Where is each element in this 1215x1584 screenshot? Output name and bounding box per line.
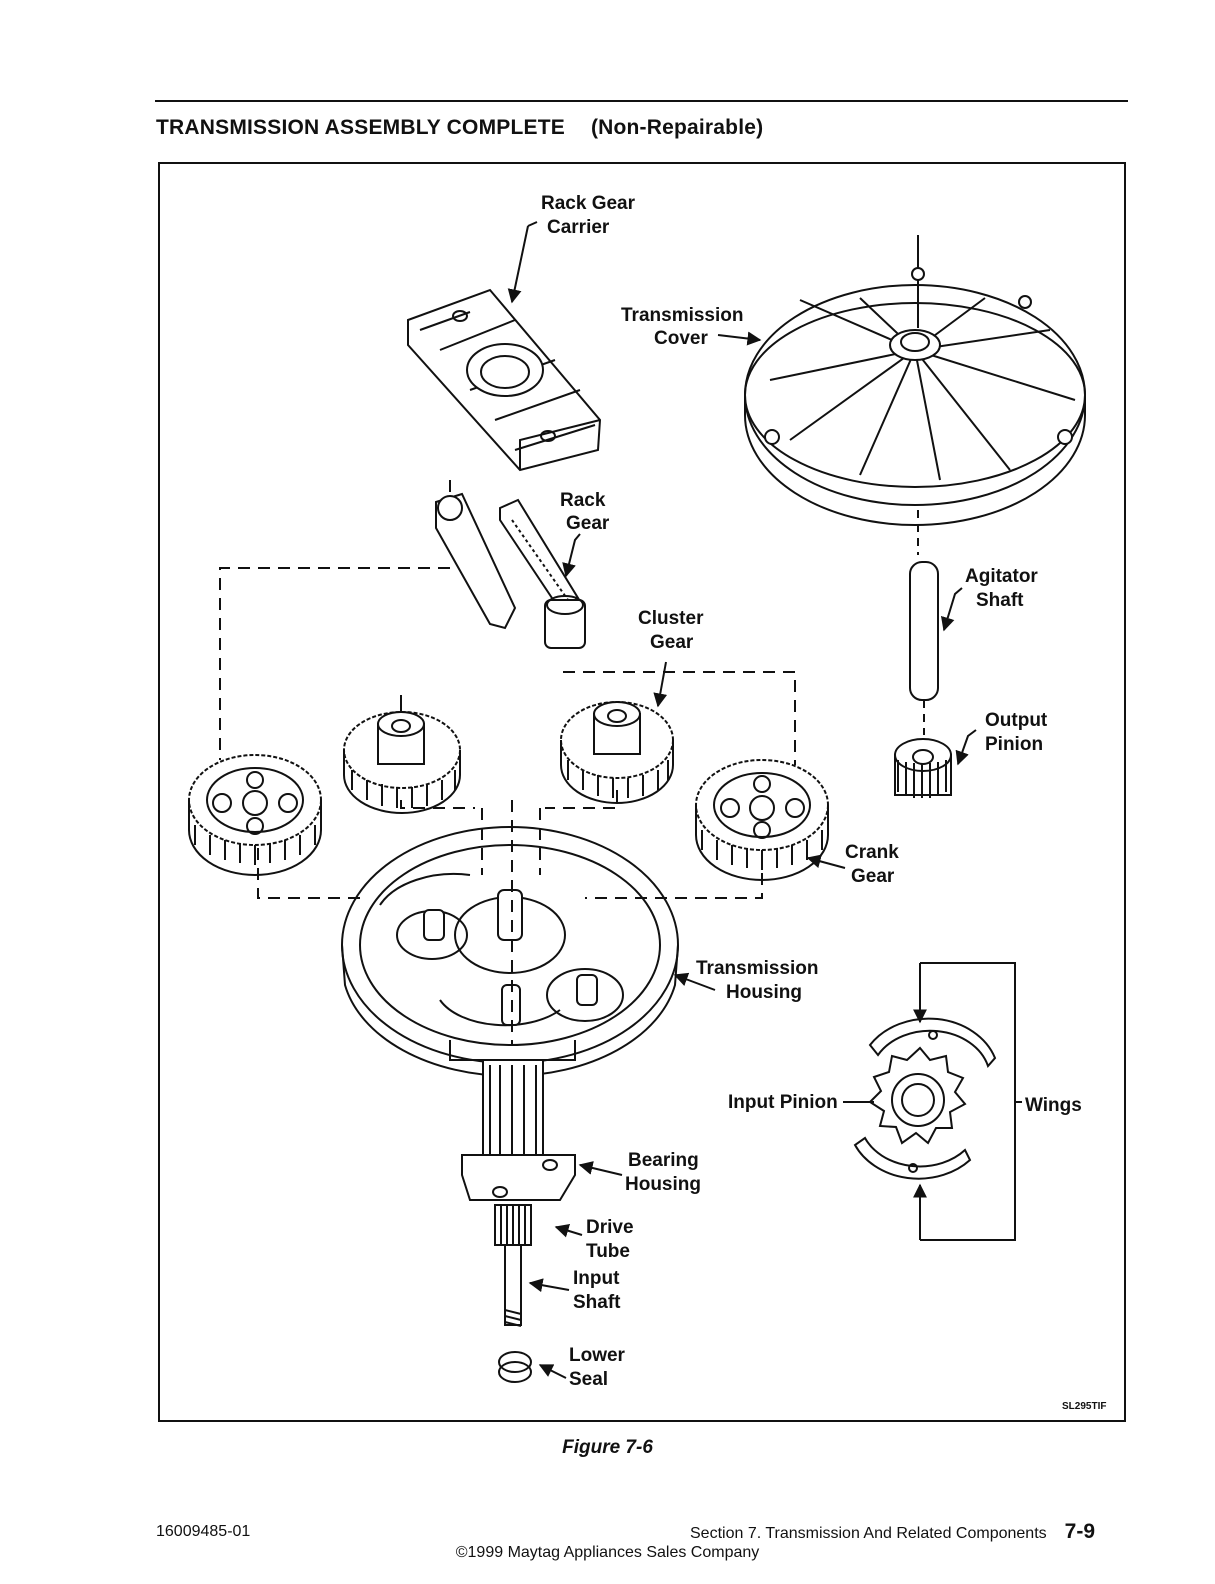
label-agitator-shaft-1: Agitator	[965, 566, 1038, 587]
title-text: TRANSMISSION ASSEMBLY COMPLETE	[156, 116, 565, 139]
input-pinion-detail-drawing	[853, 962, 1022, 1241]
crank-gear-left-drawing	[188, 754, 322, 876]
label-output-pinion-1: Output	[985, 710, 1048, 731]
footer-copyright: ©1999 Maytag Appliances Sales Company	[455, 1544, 760, 1561]
rack-gear-carrier-drawing	[407, 288, 602, 472]
page-number: 7-9	[1064, 1520, 1095, 1543]
label-bearing-housing-2: Housing	[625, 1174, 701, 1195]
label-crank-gear-1: Crank	[845, 842, 899, 863]
label-rack-gear-1: Rack	[560, 490, 606, 511]
label-rack-gear-carrier-1: Rack Gear	[541, 193, 636, 214]
label-cluster-gear-1: Cluster	[638, 608, 704, 629]
figure-code: SL295TIF	[1062, 1401, 1106, 1412]
figure-caption: Figure 7-6	[562, 1437, 653, 1458]
footer-section-title: Section 7. Transmission And Related Comp…	[690, 1525, 1047, 1542]
header-rule	[155, 100, 1128, 102]
cluster-gear-left-drawing	[343, 695, 461, 814]
footer-doc-number: 16009485-01	[156, 1523, 251, 1540]
label-transmission-cover-2: Cover	[654, 328, 708, 349]
label-transmission-housing-2: Housing	[726, 982, 802, 1003]
label-bearing-housing-1: Bearing	[628, 1150, 699, 1171]
label-wings: Wings	[1025, 1095, 1082, 1116]
label-output-pinion-2: Pinion	[985, 734, 1043, 755]
label-transmission-cover-1: Transmission	[621, 305, 744, 326]
label-drive-tube-1: Drive	[586, 1217, 634, 1238]
label-rack-gear-carrier-2: Carrier	[547, 217, 610, 238]
output-pinion-drawing	[894, 738, 952, 798]
label-input-pinion: Input Pinion	[728, 1092, 838, 1113]
page-title: TRANSMISSION ASSEMBLY COMPLETE (Non-Repai…	[156, 116, 763, 140]
label-transmission-housing-1: Transmission	[696, 958, 819, 979]
title-subtitle: (Non-Repairable)	[590, 116, 764, 139]
cluster-gear-right-drawing	[560, 701, 674, 804]
label-lower-seal-2: Seal	[569, 1369, 608, 1390]
label-crank-gear-2: Gear	[851, 866, 895, 887]
assembly-guide-lines	[219, 480, 796, 1045]
figure-frame	[158, 162, 1126, 1422]
agitator-shaft-drawing	[909, 561, 939, 735]
transmission-cover-drawing	[744, 235, 1086, 555]
shaft-assembly-drawing	[461, 1059, 576, 1383]
label-input-shaft-1: Input	[573, 1268, 620, 1289]
label-lower-seal-1: Lower	[569, 1345, 626, 1366]
footer-section: Section 7. Transmission And Related Comp…	[690, 1520, 1095, 1544]
transmission-housing-drawing	[341, 826, 679, 1077]
crank-gear-right-drawing	[695, 759, 829, 881]
label-rack-gear-2: Gear	[566, 513, 610, 534]
label-drive-tube-2: Tube	[586, 1241, 630, 1262]
label-agitator-shaft-2: Shaft	[976, 590, 1024, 611]
rack-gear-drawing	[435, 492, 586, 649]
leader-lines	[512, 221, 977, 1379]
label-input-shaft-2: Shaft	[573, 1292, 621, 1313]
label-cluster-gear-2: Gear	[650, 632, 694, 653]
